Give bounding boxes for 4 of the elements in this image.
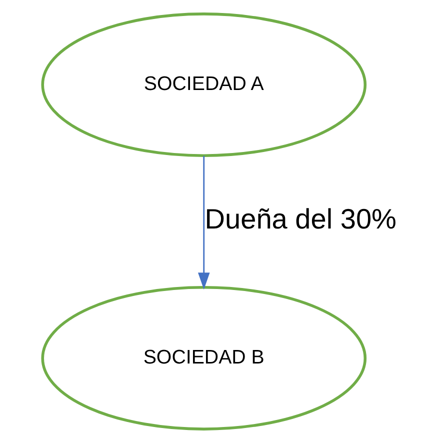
node-ellipse: SOCIEDAD B — [41, 286, 367, 430]
arrow — [198, 156, 210, 290]
edge-label: Dueña del 30% — [204, 204, 396, 235]
node-ellipse: SOCIEDAD A — [41, 12, 367, 157]
